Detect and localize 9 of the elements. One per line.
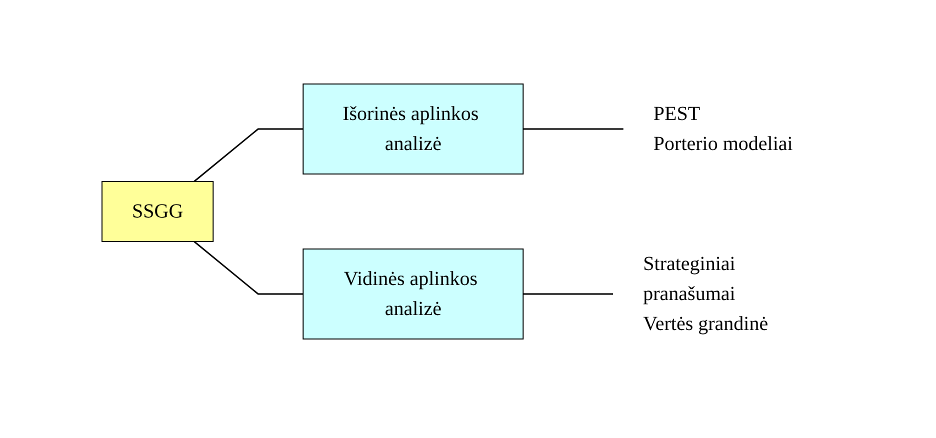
node-box: Vidinės aplinkos analizė	[303, 248, 524, 340]
node-box: SSGG	[102, 181, 214, 242]
connector	[194, 240, 304, 295]
connector	[194, 128, 304, 182]
node-box: Išorinės aplinkos analizė	[303, 84, 524, 174]
connector	[524, 293, 614, 295]
connector	[524, 128, 624, 130]
node-text: Strateginiai pranašumai Vertės grandinė	[644, 253, 769, 335]
node-text: PEST Porterio modeliai	[654, 103, 794, 155]
